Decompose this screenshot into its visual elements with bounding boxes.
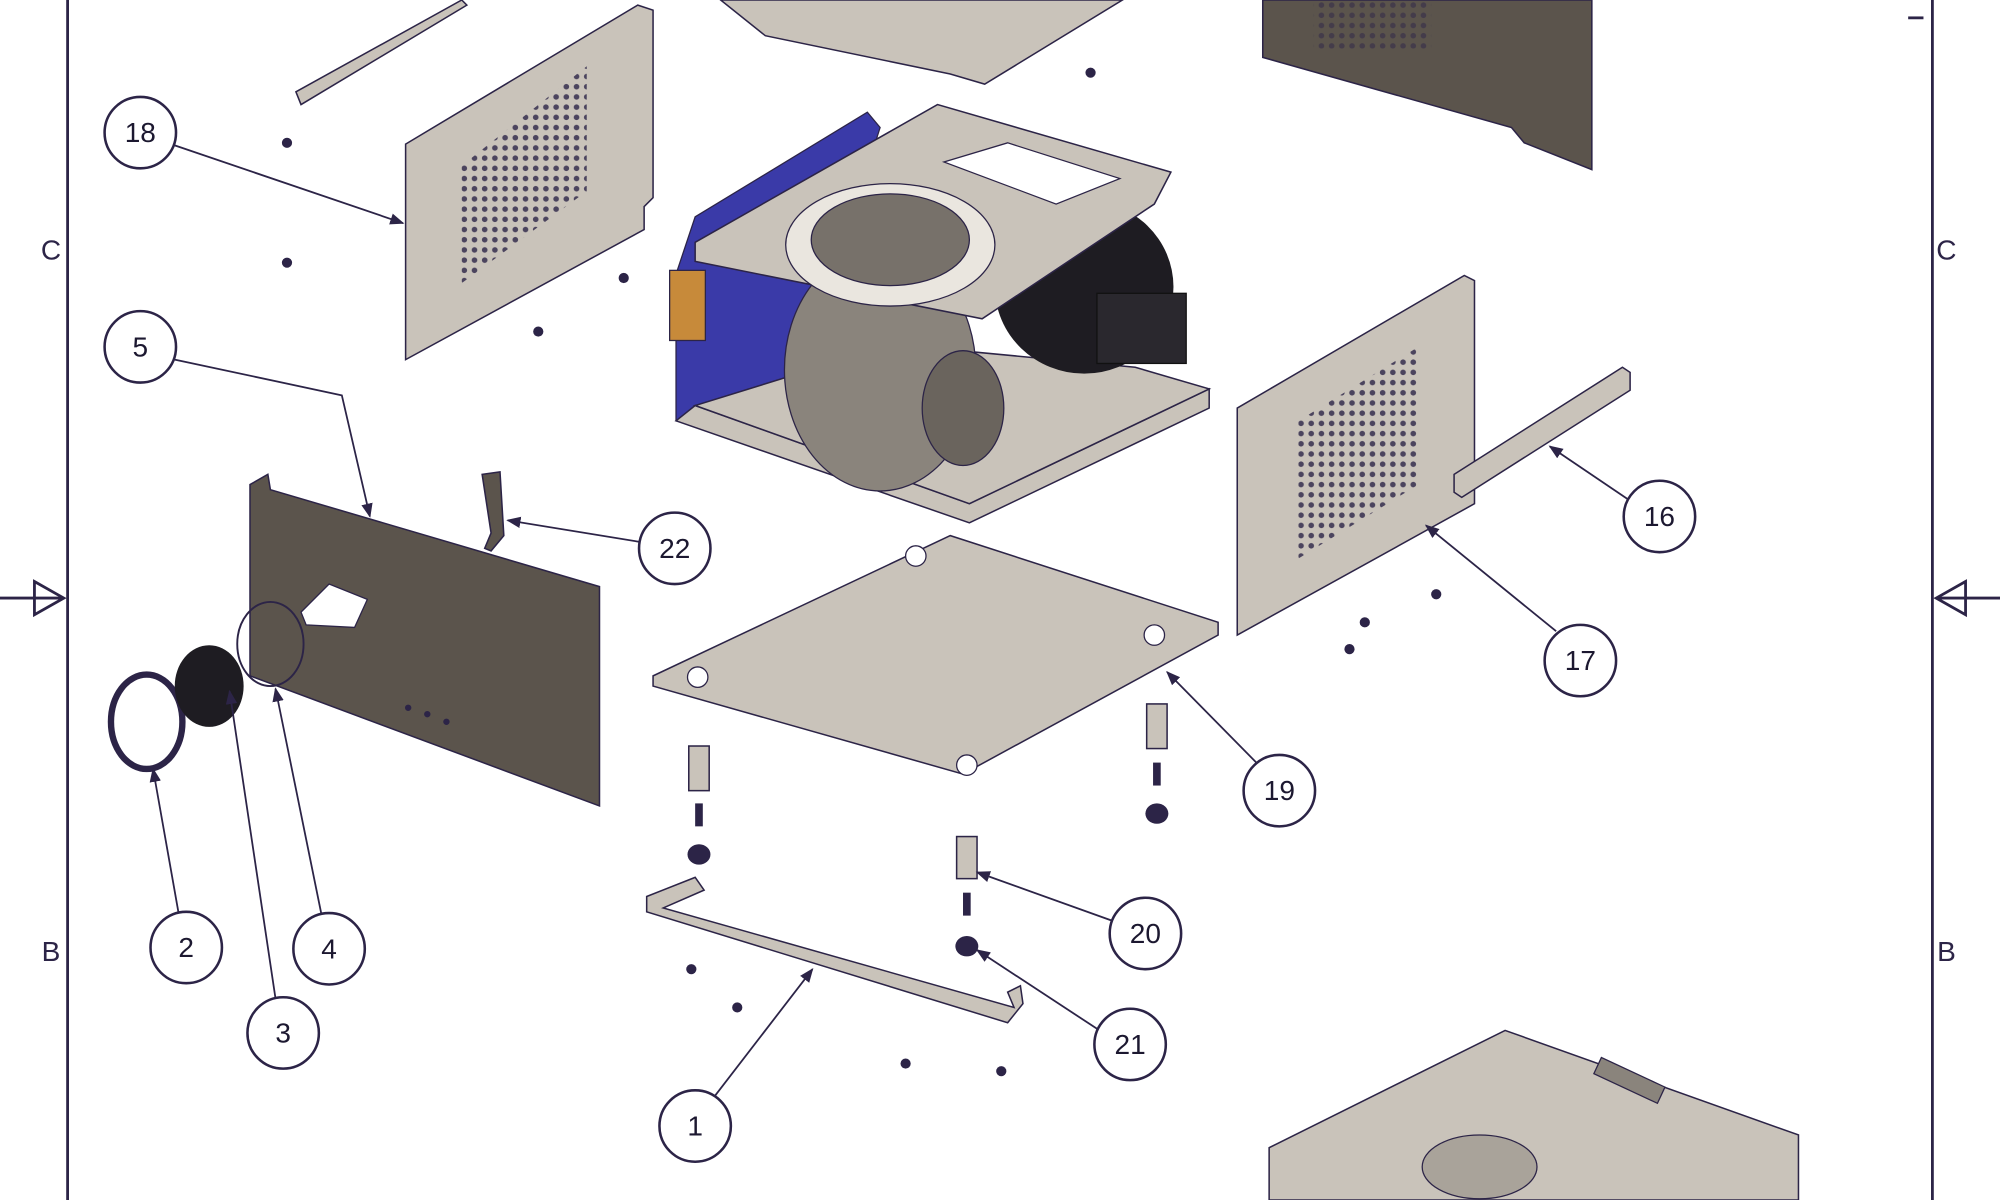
callout-20: 20	[1108, 896, 1183, 971]
rubber-foot-21	[955, 936, 979, 957]
svg-text:18: 18	[125, 117, 156, 148]
ring-2	[107, 671, 186, 773]
callout-18: 18	[103, 95, 178, 170]
zone-label-right-c: C	[1936, 234, 1956, 265]
svg-text:22: 22	[659, 533, 690, 564]
callout-3: 3	[246, 995, 321, 1070]
svg-text:2: 2	[178, 932, 194, 963]
callout-17: 17	[1543, 623, 1618, 698]
top-cover-panel	[719, 0, 1124, 85]
callout-2: 2	[149, 910, 224, 985]
callout-5: 5	[103, 309, 178, 384]
assembled-machine-preview	[1268, 1029, 1800, 1200]
callout-19: 19	[1242, 753, 1317, 828]
foot-spacer-right	[1145, 703, 1169, 824]
svg-text:19: 19	[1264, 775, 1295, 806]
side-rail-16	[1453, 366, 1631, 499]
base-plate-19	[652, 534, 1219, 776]
zone-label-right-b: B	[1937, 936, 1956, 967]
front-panel-5	[249, 473, 601, 808]
svg-text:3: 3	[275, 1017, 291, 1048]
callout-16: 16	[1622, 479, 1697, 554]
zone-label-left-c: C	[41, 234, 61, 265]
side-rail-top	[294, 0, 469, 106]
foot-spacer-left	[687, 745, 711, 865]
front-foot-bracket-1	[645, 876, 1024, 1024]
leader-lines	[149, 144, 1630, 1098]
callout-4: 4	[292, 911, 367, 986]
bracket-22	[481, 470, 505, 552]
main-refrigeration-unit	[669, 103, 1212, 524]
zone-label-left-b: B	[42, 936, 61, 967]
svg-text:5: 5	[133, 331, 149, 362]
svg-text:1: 1	[687, 1111, 703, 1142]
screw	[963, 892, 971, 916]
svg-text:16: 16	[1644, 501, 1675, 532]
svg-text:17: 17	[1565, 645, 1596, 676]
centering-mark-right	[1933, 579, 2000, 618]
loose-screws	[281, 67, 1442, 1077]
svg-text:20: 20	[1130, 918, 1161, 949]
svg-text:21: 21	[1114, 1029, 1145, 1060]
svg-text:4: 4	[321, 933, 337, 964]
callout-22: 22	[637, 511, 712, 586]
side-panel-17	[1236, 274, 1476, 637]
gasket-4	[236, 600, 305, 688]
callout-21: 21	[1093, 1007, 1168, 1082]
callout-1: 1	[658, 1089, 733, 1164]
side-panel-18	[404, 4, 654, 361]
spacer-20	[955, 835, 978, 880]
knob-cap-3	[174, 645, 244, 727]
centering-mark-left	[0, 579, 67, 618]
